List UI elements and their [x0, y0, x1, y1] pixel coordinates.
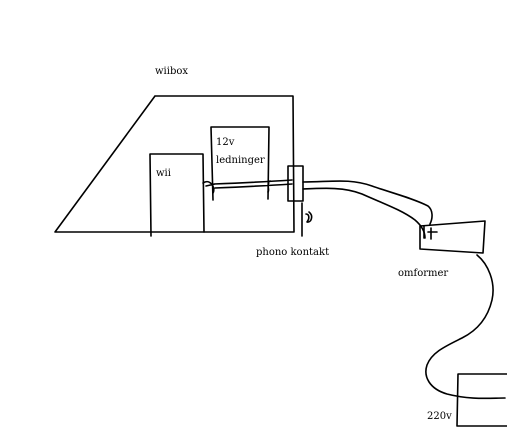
converter-box	[419, 220, 486, 254]
phono-label: phono kontakt	[256, 247, 330, 258]
wiibox-label: wiibox	[155, 66, 189, 77]
wii-console-shape	[149, 153, 205, 237]
wiring-box-shape	[210, 126, 270, 201]
inner-cable	[202, 179, 293, 194]
phono-connector	[287, 165, 304, 202]
wii-label: wii	[156, 168, 171, 179]
converter-label: omformer	[398, 268, 449, 279]
power-cable	[425, 254, 506, 400]
volt-12-label: 12v	[216, 137, 235, 148]
wiibox-outline	[54, 95, 295, 233]
mains-box	[456, 373, 507, 427]
mains-label: 220v	[427, 411, 452, 422]
converter-plug	[423, 225, 438, 240]
phono-pointer	[301, 202, 313, 237]
wires-label: ledninger	[216, 155, 265, 166]
cable-to-converter	[302, 180, 433, 239]
